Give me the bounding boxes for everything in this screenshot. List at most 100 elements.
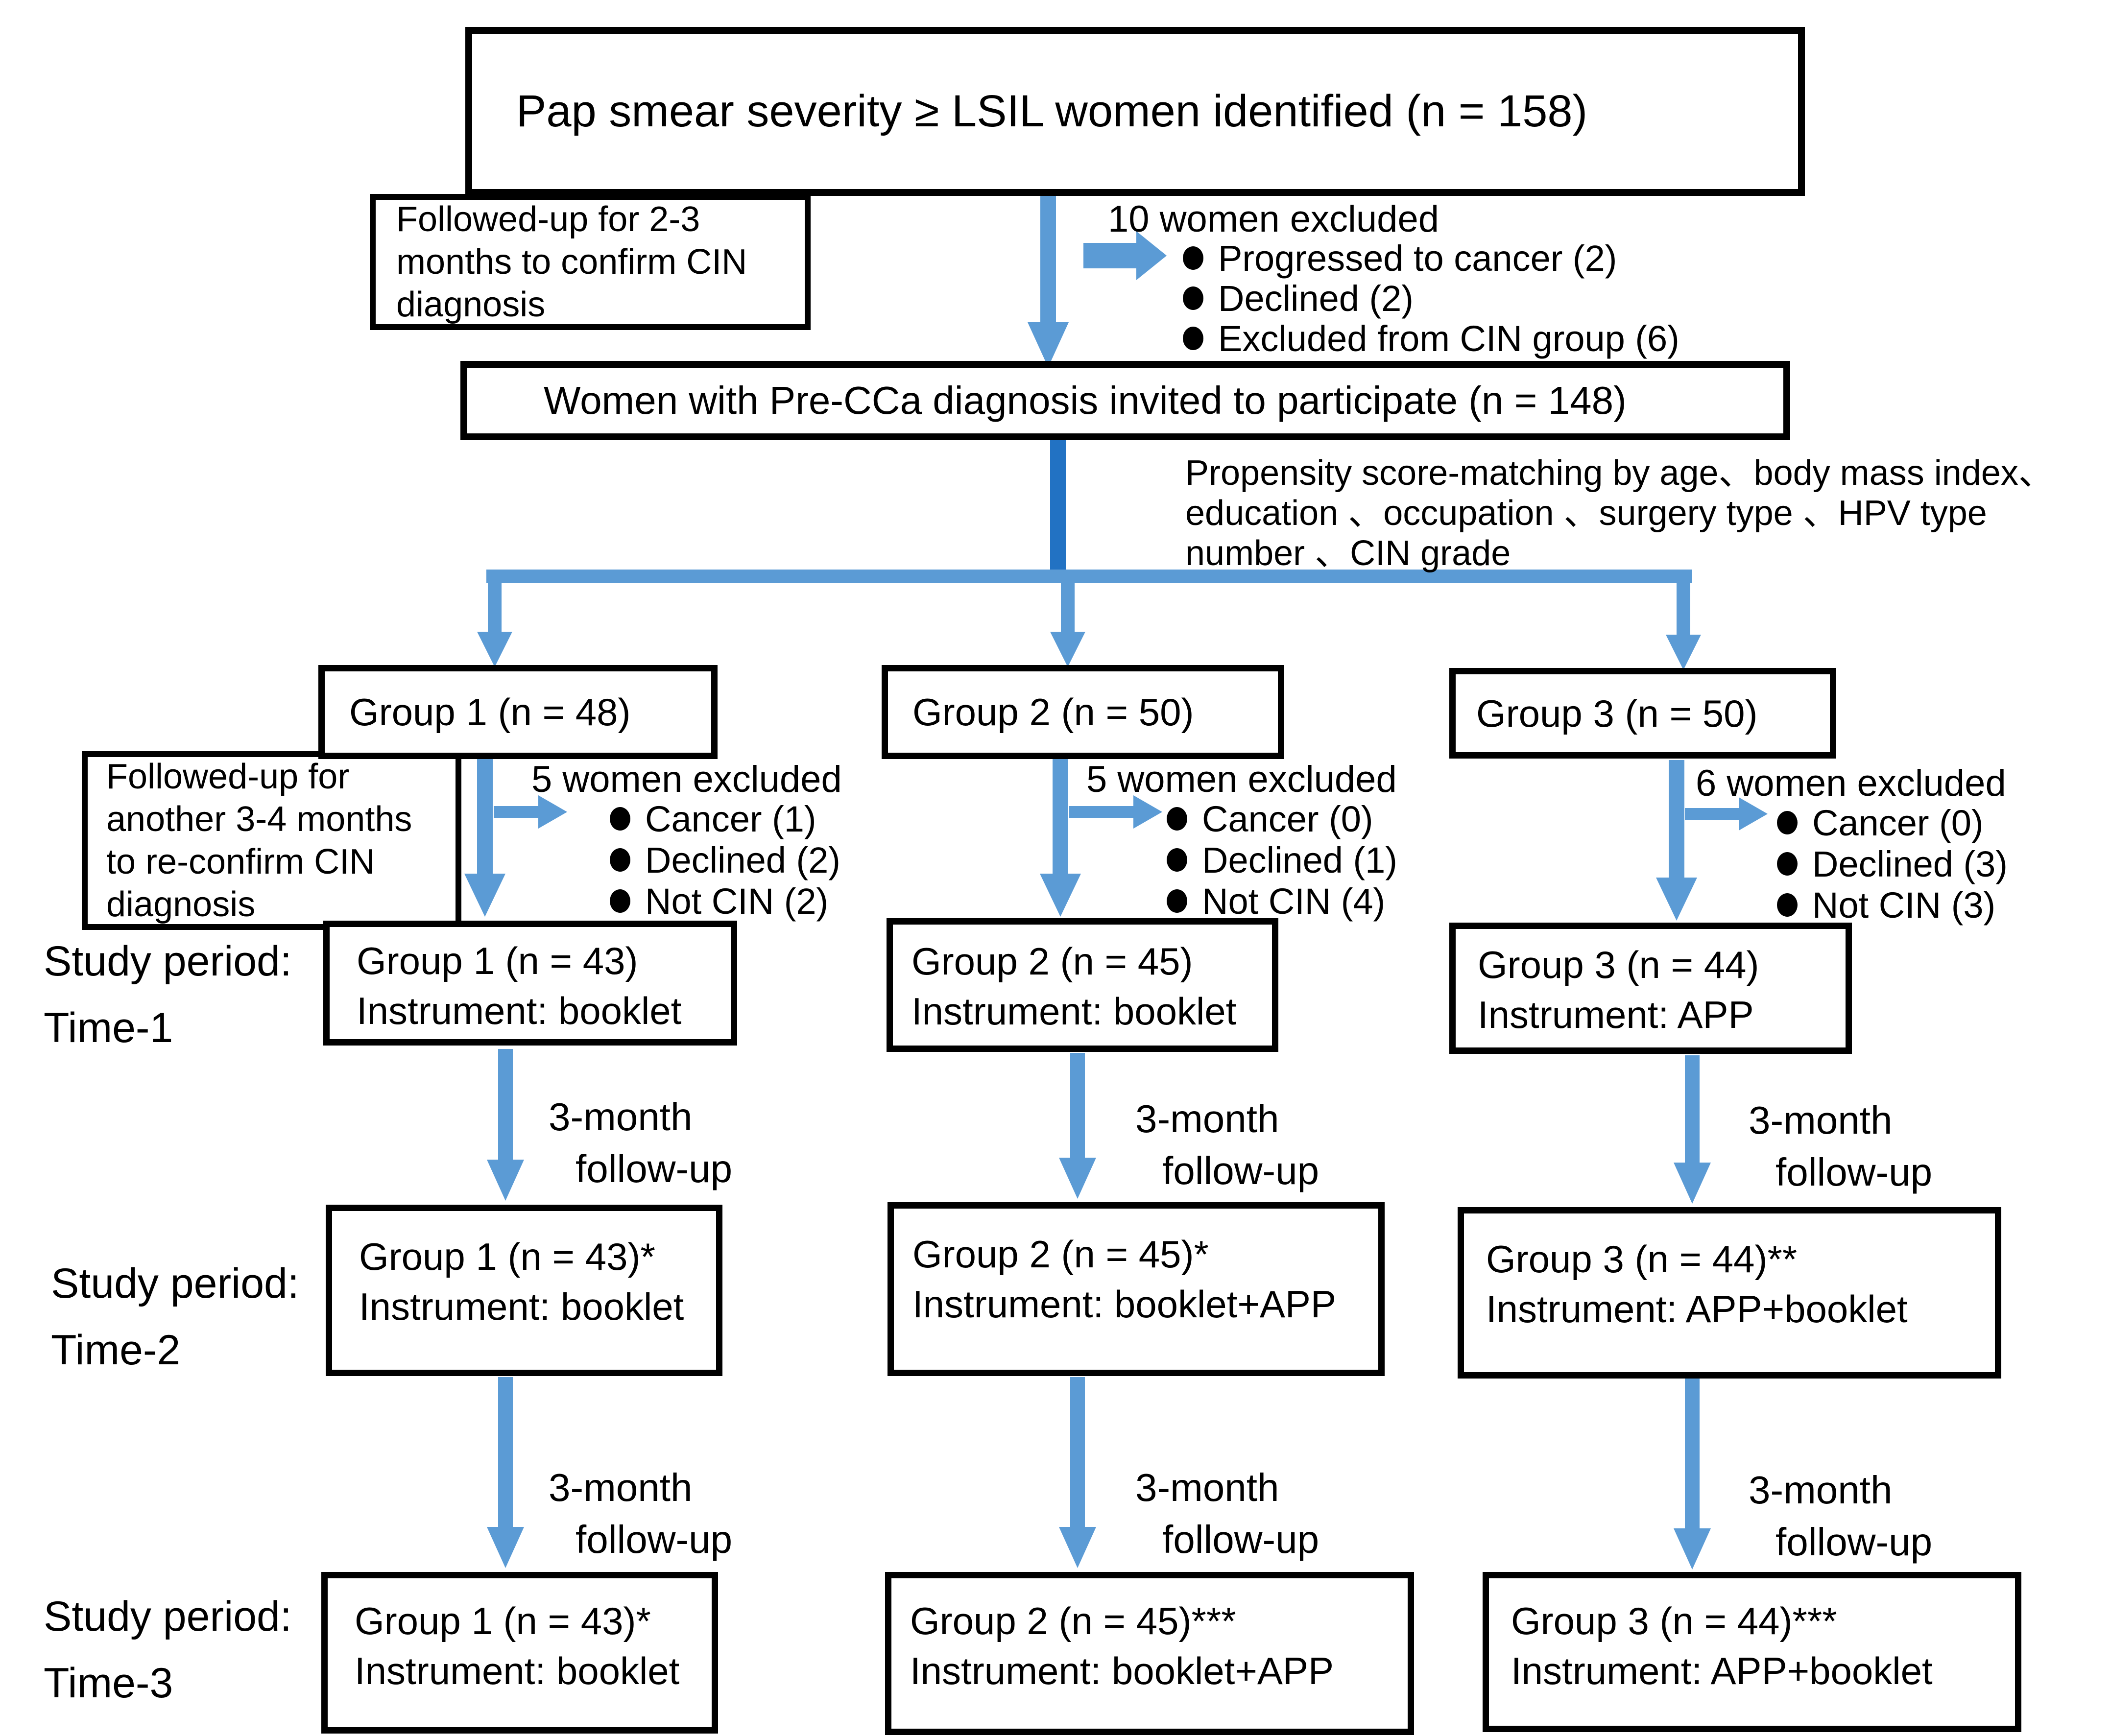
arrow-right-icon: [1083, 231, 1167, 280]
followup-label-line: follow-up: [1162, 1518, 1319, 1561]
followup-note-2: Followed-up for another 3-4 months to re…: [82, 751, 461, 930]
bullet-icon: [1183, 327, 1203, 350]
arrow-down-icon: [1674, 1379, 1711, 1570]
arrow-right-icon: [1685, 797, 1768, 831]
note-line: Followed-up for 2-3: [396, 199, 700, 239]
group-1-enrollment-box: Group 1 (n = 48): [318, 665, 718, 759]
followup-note-1: Followed-up for 2-3 months to confirm CI…: [370, 194, 811, 330]
bullet-icon: [1183, 286, 1203, 310]
invite-box: Women with Pre-CCa diagnosis invited to …: [460, 361, 1790, 440]
note-line: education 、occupation 、surgery type 、HPV…: [1185, 494, 1987, 533]
box-line: Instrument: booklet: [355, 1649, 680, 1692]
list-item: Cancer (0): [1167, 798, 1397, 839]
box-line: Group 3 (n = 44)***: [1511, 1599, 1837, 1642]
arrow-down-icon: [487, 1377, 524, 1568]
list-item: Not CIN (3): [1777, 884, 2008, 926]
box-line: Group 2 (n = 45)*: [912, 1233, 1209, 1276]
note-line: Followed-up for: [106, 757, 350, 796]
bullet-icon: [1167, 848, 1187, 872]
group-2-time1-box: Group 2 (n = 45) Instrument: booklet: [887, 918, 1278, 1052]
followup-label-line: follow-up: [576, 1147, 733, 1190]
note-line: another 3-4 months: [106, 799, 412, 839]
top-exclusion-list: Progressed to cancer (2) Declined (2) Ex…: [1183, 238, 1679, 359]
list-item-text: Declined (3): [1812, 843, 2008, 884]
period-label-line: Time-2: [51, 1327, 181, 1374]
box-line: Instrument: booklet: [359, 1285, 684, 1328]
box-line: Group 1 (n = 43)*: [355, 1599, 651, 1642]
list-item: Progressed to cancer (2): [1183, 238, 1679, 279]
arrow-down-icon: [1674, 1055, 1711, 1204]
group-3-time1-box: Group 3 (n = 44) Instrument: APP: [1449, 923, 1852, 1054]
list-item: Cancer (1): [610, 798, 840, 839]
box-line: Group 1 (n = 43): [357, 939, 638, 982]
bullet-icon: [1167, 807, 1187, 831]
list-item: Excluded from CIN group (6): [1183, 318, 1679, 359]
arrow-down-icon: [1656, 760, 1697, 921]
note-line: Propensity score-matching by age、body ma…: [1185, 453, 2054, 493]
group-2-time2-box: Group 2 (n = 45)* Instrument: booklet+AP…: [888, 1202, 1385, 1376]
list-item: Cancer (0): [1777, 802, 2008, 843]
period-label-line: Study period:: [51, 1260, 299, 1307]
group-3-exclusion-header: 6 women excluded: [1696, 762, 2006, 804]
group-2-enrollment-box: Group 2 (n = 50): [882, 665, 1284, 759]
followup-label-line: 3-month: [1749, 1098, 1893, 1142]
list-item-text: Cancer (0): [1812, 802, 1984, 843]
followup-label: 3-month follow-up: [1749, 1094, 1932, 1198]
bullet-icon: [610, 807, 630, 831]
bullet-icon: [1777, 852, 1798, 876]
box-line: Instrument: booklet: [357, 989, 682, 1032]
list-item-text: Not CIN (3): [1812, 884, 1996, 926]
group-1-time1-box: Group 1 (n = 43) Instrument: booklet: [323, 921, 737, 1046]
arrow-down-icon: [1040, 759, 1081, 917]
list-item: Not CIN (2): [610, 880, 840, 922]
period-label-time-2: Study period: Time-2: [51, 1250, 299, 1383]
followup-label-line: 3-month: [1135, 1466, 1279, 1509]
group-1-time3-box: Group 1 (n = 43)* Instrument: booklet: [321, 1572, 718, 1734]
arrow-down-icon: [464, 759, 505, 917]
list-item: Declined (3): [1777, 843, 2008, 884]
followup-label-line: 3-month: [1135, 1097, 1279, 1141]
note-line: to re-confirm CIN: [106, 842, 375, 881]
followup-label: 3-month follow-up: [549, 1462, 732, 1566]
list-item-text: Not CIN (4): [1202, 880, 1386, 922]
note-line: diagnosis: [106, 884, 256, 924]
box-line: Group 2 (n = 45): [912, 940, 1193, 983]
connector-line: [1050, 440, 1066, 577]
list-item: Declined (2): [610, 839, 840, 880]
followup-label-line: follow-up: [1775, 1520, 1933, 1564]
period-label-time-3: Study period: Time-3: [44, 1583, 292, 1716]
bullet-icon: [610, 889, 630, 913]
group-1-enrollment-text: Group 1 (n = 48): [349, 690, 631, 734]
box-line: Instrument: APP+booklet: [1511, 1649, 1933, 1692]
period-label-time-1: Study period: Time-1: [44, 928, 292, 1061]
box-line: Instrument: booklet: [912, 990, 1237, 1033]
box-line: Instrument: APP: [1478, 993, 1754, 1036]
followup-label-line: 3-month: [1749, 1468, 1893, 1512]
box-line: Instrument: booklet+APP: [910, 1649, 1334, 1692]
list-item-text: Cancer (1): [645, 798, 816, 839]
group-1-exclusion-header: 5 women excluded: [531, 759, 842, 800]
invite-box-text: Women with Pre-CCa diagnosis invited to …: [544, 379, 1627, 422]
top-exclusion-header: 10 women excluded: [1108, 198, 1439, 240]
followup-label-line: follow-up: [576, 1518, 733, 1561]
arrow-down-icon: [1028, 196, 1069, 367]
group-2-time3-box: Group 2 (n = 45)*** Instrument: booklet+…: [885, 1572, 1414, 1735]
box-line: Group 1 (n = 43)*: [359, 1235, 655, 1278]
box-line: Group 2 (n = 45)***: [910, 1599, 1236, 1642]
arrow-down-icon: [1050, 573, 1085, 667]
arrow-down-icon: [1059, 1377, 1096, 1568]
box-line: Group 3 (n = 44): [1478, 943, 1759, 986]
group-3-exclusion-list: Cancer (0) Declined (3) Not CIN (3): [1777, 802, 2008, 926]
arrow-down-icon: [1666, 573, 1701, 670]
period-label-line: Study period:: [44, 1593, 292, 1640]
list-item-text: Excluded from CIN group (6): [1218, 318, 1679, 359]
bullet-icon: [1777, 893, 1798, 917]
arrow-down-icon: [477, 573, 512, 667]
box-line: Instrument: APP+booklet: [1486, 1287, 1908, 1331]
followup-label: 3-month follow-up: [549, 1091, 732, 1195]
followup-label: 3-month follow-up: [1749, 1464, 1932, 1568]
list-item: Declined (2): [1183, 278, 1679, 319]
period-label-line: Study period:: [44, 938, 292, 985]
group-1-exclusion-list: Cancer (1) Declined (2) Not CIN (2): [610, 798, 840, 922]
